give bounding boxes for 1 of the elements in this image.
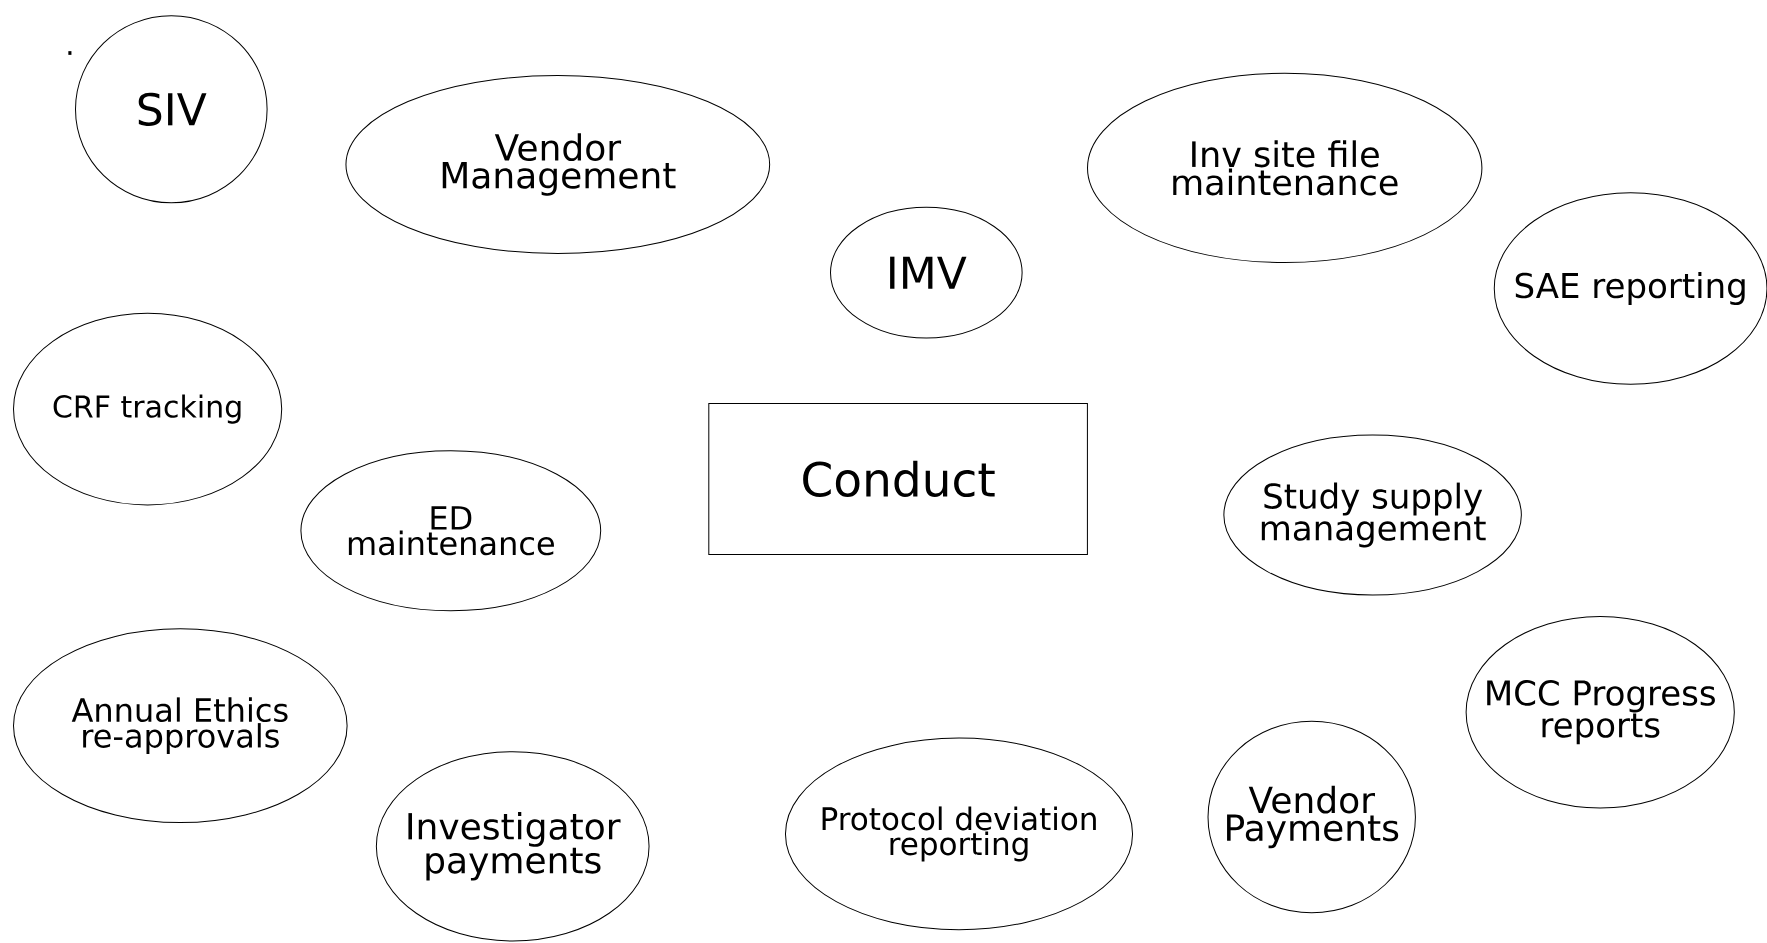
process-box: Conduct bbox=[708, 402, 1088, 555]
